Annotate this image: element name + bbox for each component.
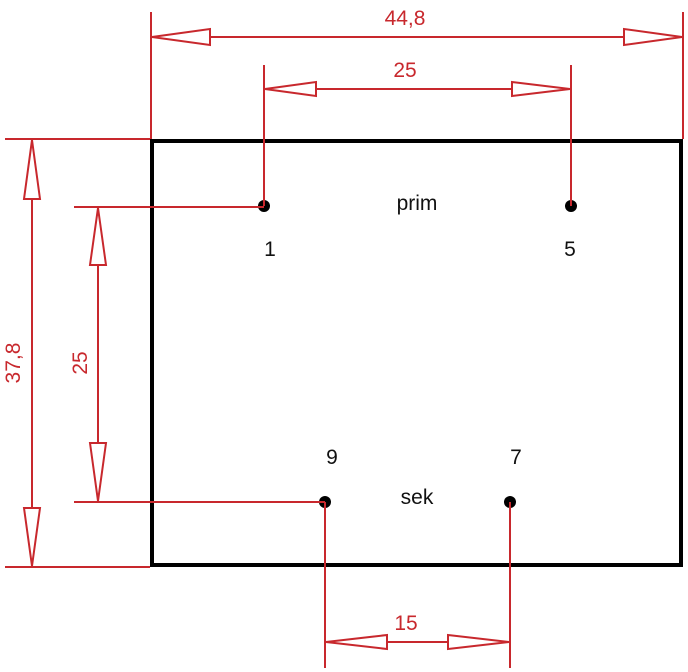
dimension-overall-height: 37,8 [2,138,150,568]
dimension-label-overall-height: 37,8 [2,343,25,384]
arrowhead-up-icon [88,207,108,266]
arrowhead-up-icon [22,139,42,200]
dimension-overall-width: 44,8 [150,7,684,139]
arrowhead-right-icon [511,80,571,98]
dimension-row-spacing: 25 [69,206,325,503]
arrowhead-right-icon [623,27,683,47]
primary-winding-label: prim [397,192,438,215]
arrowhead-down-icon [88,442,108,502]
dimension-label-row-spacing: 25 [69,351,92,374]
arrowhead-right-icon [447,633,510,651]
dimension-label-primary-spacing: 25 [393,59,416,82]
arrowhead-left-icon [264,80,317,98]
arrowhead-down-icon [22,507,42,567]
arrowhead-left-icon [325,633,388,651]
pins [74,65,577,668]
arrowhead-left-icon [151,27,211,47]
secondary-winding-label: sek [401,486,434,509]
pin-label-5: 5 [564,238,576,261]
pin-label-1: 1 [264,238,276,261]
dimension-label-secondary-spacing: 15 [394,612,417,635]
dimension-secondary-spacing: 15 [324,502,511,668]
dimension-primary-spacing: 25 [263,59,572,206]
component-outline [150,139,683,567]
pin-label-7: 7 [510,446,522,469]
dimension-label-overall-width: 44,8 [385,7,426,30]
pin-label-9: 9 [326,446,338,469]
